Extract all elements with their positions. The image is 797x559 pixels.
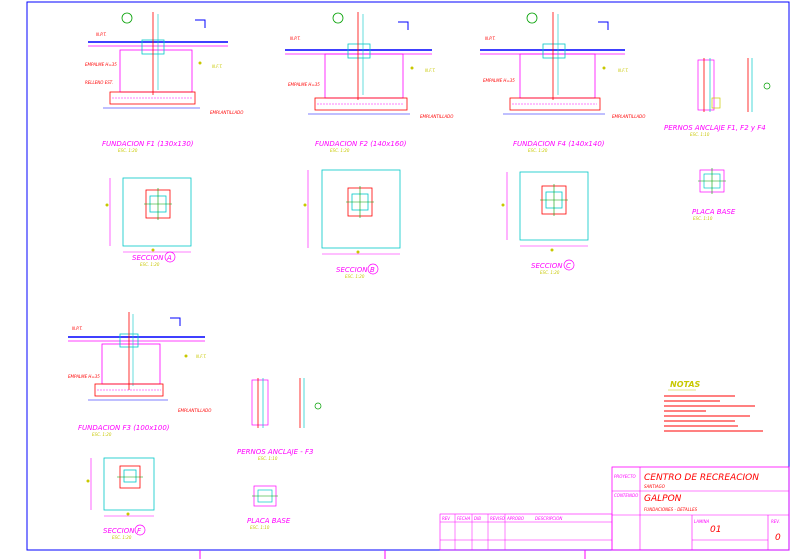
rev-number: 0: [775, 533, 781, 543]
svg-text:EMPLANTILLADO: EMPLANTILLADO: [420, 114, 453, 119]
section-scale: ESC. 1:20: [345, 274, 365, 279]
svg-text:RELLENO EST.: RELLENO EST.: [85, 80, 113, 85]
placa-detail-bottom: [252, 485, 278, 507]
svg-text:EMPLANTILLADO: EMPLANTILLADO: [612, 114, 645, 119]
foundation-f1-elevation: N.P.T. EMPALME H=35 RELLENO EST. EMPLANT…: [85, 12, 243, 115]
svg-text:N.F.T.: N.F.T.: [212, 64, 223, 69]
svg-text:N.F.T.: N.F.T.: [425, 68, 436, 73]
title-block: [439, 466, 790, 551]
section-scale: ESC. 1:20: [540, 270, 560, 275]
section-label: SECCION: [103, 527, 135, 535]
foundation-scale: ESC. 1:20: [92, 432, 112, 437]
svg-text:EMPLANTILLADO: EMPLANTILLADO: [178, 408, 211, 413]
foundation-title: FUNDACION F3 (100x100): [78, 424, 170, 432]
foundation-scale: ESC. 1:20: [118, 148, 138, 153]
svg-text:N.P.T.: N.P.T.: [485, 36, 496, 41]
foundation-title: FUNDACION F4 (140x140): [513, 140, 605, 148]
section-marker-letter: B: [370, 266, 375, 274]
proyecto-sub: SANTIAGO: [644, 484, 665, 489]
svg-text:N.F.T.: N.F.T.: [618, 68, 629, 73]
section-c-plan: [501, 171, 589, 252]
rev-table-header: APROBO: [506, 516, 524, 521]
foundation-scale: ESC. 1:20: [528, 148, 548, 153]
placa-scale-bottom: ESC. 1:10: [250, 525, 270, 530]
section-label: SECCION: [531, 262, 563, 270]
svg-text:N.P.T.: N.P.T.: [96, 32, 107, 37]
notes-lines: [664, 395, 763, 432]
section-marker: [367, 263, 379, 275]
svg-text:EMPALME H=35: EMPALME H=35: [288, 82, 320, 87]
pernos-detail-top: [697, 58, 771, 112]
proyecto-name: CENTRO DE RECREACION: [644, 473, 759, 483]
section-marker-letter: C: [566, 262, 571, 270]
rev-label: REV.: [771, 519, 780, 524]
pernos-detail-bottom: [251, 378, 322, 428]
svg-text:EMPALME H=35: EMPALME H=35: [68, 374, 100, 379]
pernos-scale-top: ESC. 1:10: [690, 132, 710, 137]
pernos-title-bottom: PERNOS ANCLAJE - F3: [237, 448, 313, 456]
section-a-plan: [105, 177, 192, 253]
placa-title-top: PLACA BASE: [692, 208, 736, 216]
svg-text:EMPLANTILLADO: EMPLANTILLADO: [210, 110, 243, 115]
pernos-scale-bottom: ESC. 1:10: [258, 456, 278, 461]
section-f-plan: [86, 457, 155, 517]
foundation-f2-elevation: N.P.T. EMPALME H=35 EMPLANTILLADO N.F.T.: [285, 12, 453, 119]
rev-table-header: FECHA: [457, 516, 471, 521]
section-marker-letter: A: [166, 254, 172, 262]
placa-scale-top: ESC. 1:10: [693, 216, 713, 221]
section-label: SECCION: [336, 266, 368, 274]
rev-table-header: REV: [442, 516, 450, 521]
section-scale: ESC. 1:20: [140, 262, 160, 267]
svg-text:N.P.T.: N.P.T.: [72, 326, 83, 331]
contenido-label: CONTENIDO: [614, 493, 638, 498]
contenido-name: GALPON: [644, 494, 682, 504]
svg-text:N.F.T.: N.F.T.: [196, 354, 207, 359]
descripcion-label: DESCRIPCION: [535, 516, 562, 521]
section-marker-letter: F: [137, 527, 142, 535]
rev-table-header: DIB: [474, 516, 481, 521]
section-marker: [563, 259, 575, 271]
svg-text:EMPALME H=35: EMPALME H=35: [483, 78, 515, 83]
placa-detail-top: [698, 168, 726, 194]
foundation-title: FUNDACION F1 (130x130): [102, 140, 194, 148]
section-marker: [164, 251, 176, 263]
section-scale: ESC. 1:20: [112, 535, 132, 540]
svg-text:EMPALME H=35: EMPALME H=35: [85, 62, 117, 67]
rev-table-header: REVISO: [490, 516, 505, 521]
sheet-label: LAMINA: [694, 519, 710, 524]
foundation-f4-elevation: N.P.T. EMPALME H=35 EMPLANTILLADO N.F.T.: [480, 12, 645, 119]
drawing-frame: [26, 1, 790, 551]
sheet-number: 01: [710, 525, 721, 535]
placa-title-bottom: PLACA BASE: [247, 517, 291, 525]
section-b-plan: [303, 169, 401, 255]
pernos-title-top: PERNOS ANCLAJE F1, F2 y F4: [664, 124, 766, 132]
section-marker: [134, 524, 146, 536]
foundation-scale: ESC. 1:20: [330, 148, 350, 153]
proyecto-label: PROYECTO: [614, 474, 636, 479]
foundation-title: FUNDACION F2 (140x160): [315, 140, 407, 148]
foundation-f3-elevation: N.P.T. EMPALME H=35 EMPLANTILLADO N.F.T.: [68, 312, 211, 413]
contenido-sub: FUNDACIONES - DETALLES: [644, 507, 698, 512]
svg-text:N.P.T.: N.P.T.: [290, 36, 301, 41]
section-label: SECCION: [132, 254, 164, 262]
notes-title: NOTAS: [670, 380, 701, 389]
